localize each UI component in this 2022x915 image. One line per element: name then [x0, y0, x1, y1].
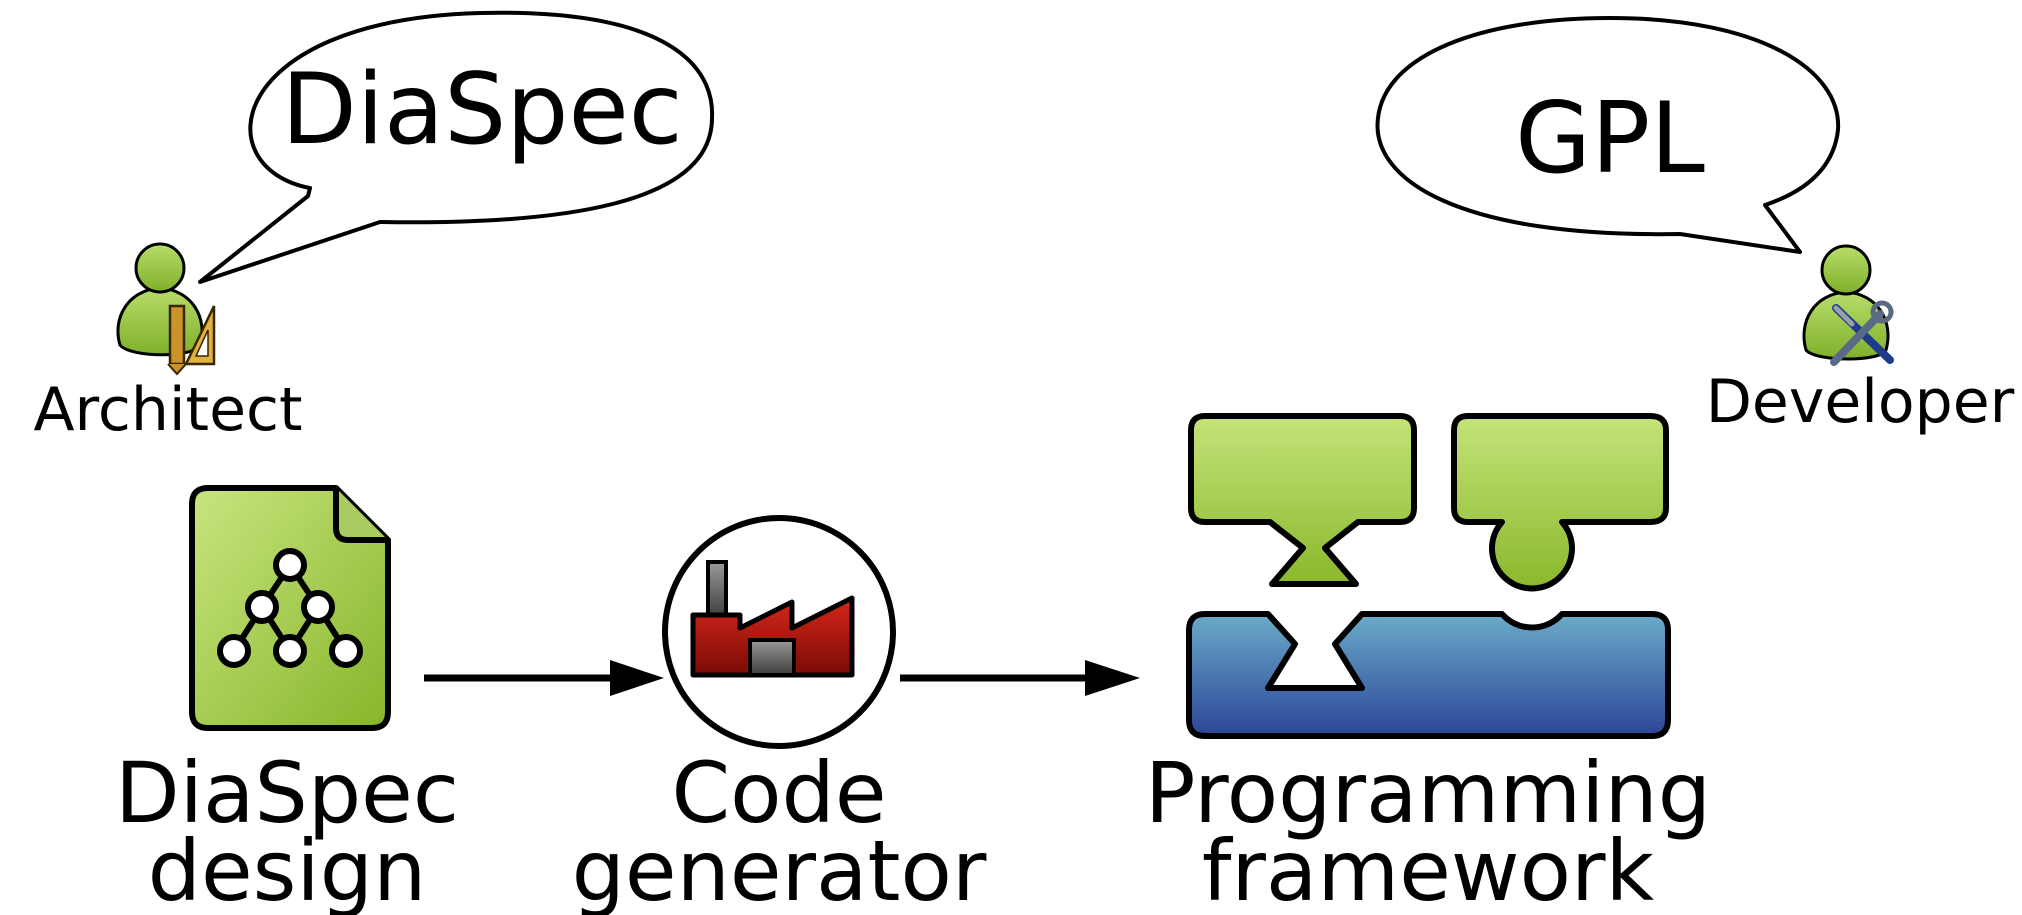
architect-icon: [116, 242, 216, 376]
developer-icon: [1802, 244, 1894, 366]
arrow-design-to-generator: [424, 660, 664, 696]
developer-speech-bubble: GPL: [1375, 16, 1841, 254]
developer-label: Developer: [1706, 367, 2015, 437]
programming-framework-icon: [1186, 413, 1671, 739]
framework-plugin-right: [1451, 413, 1669, 592]
framework-base-block: [1186, 611, 1671, 739]
factory-icon: [690, 560, 855, 678]
diaspec-design-label-line2: design: [148, 822, 427, 915]
architect-label: Architect: [33, 375, 302, 445]
code-generator-icon: [662, 515, 896, 749]
developer-speech-text: GPL: [1515, 82, 1705, 196]
diaspec-design-label-line1: DiaSpec: [115, 744, 459, 842]
arrow-generator-to-framework: [900, 660, 1140, 696]
programming-framework-label-line2: framework: [1202, 822, 1655, 915]
code-generator-label-line2: generator: [572, 822, 987, 915]
architect-speech-text: DiaSpec: [281, 53, 682, 167]
framework-plugin-left: [1188, 413, 1417, 587]
programming-framework-label-line1: Programming: [1145, 744, 1711, 842]
code-generator-label-line1: Code: [671, 744, 886, 842]
diaspec-design-document-icon: [189, 485, 391, 731]
architect-speech-bubble: DiaSpec: [198, 10, 715, 284]
